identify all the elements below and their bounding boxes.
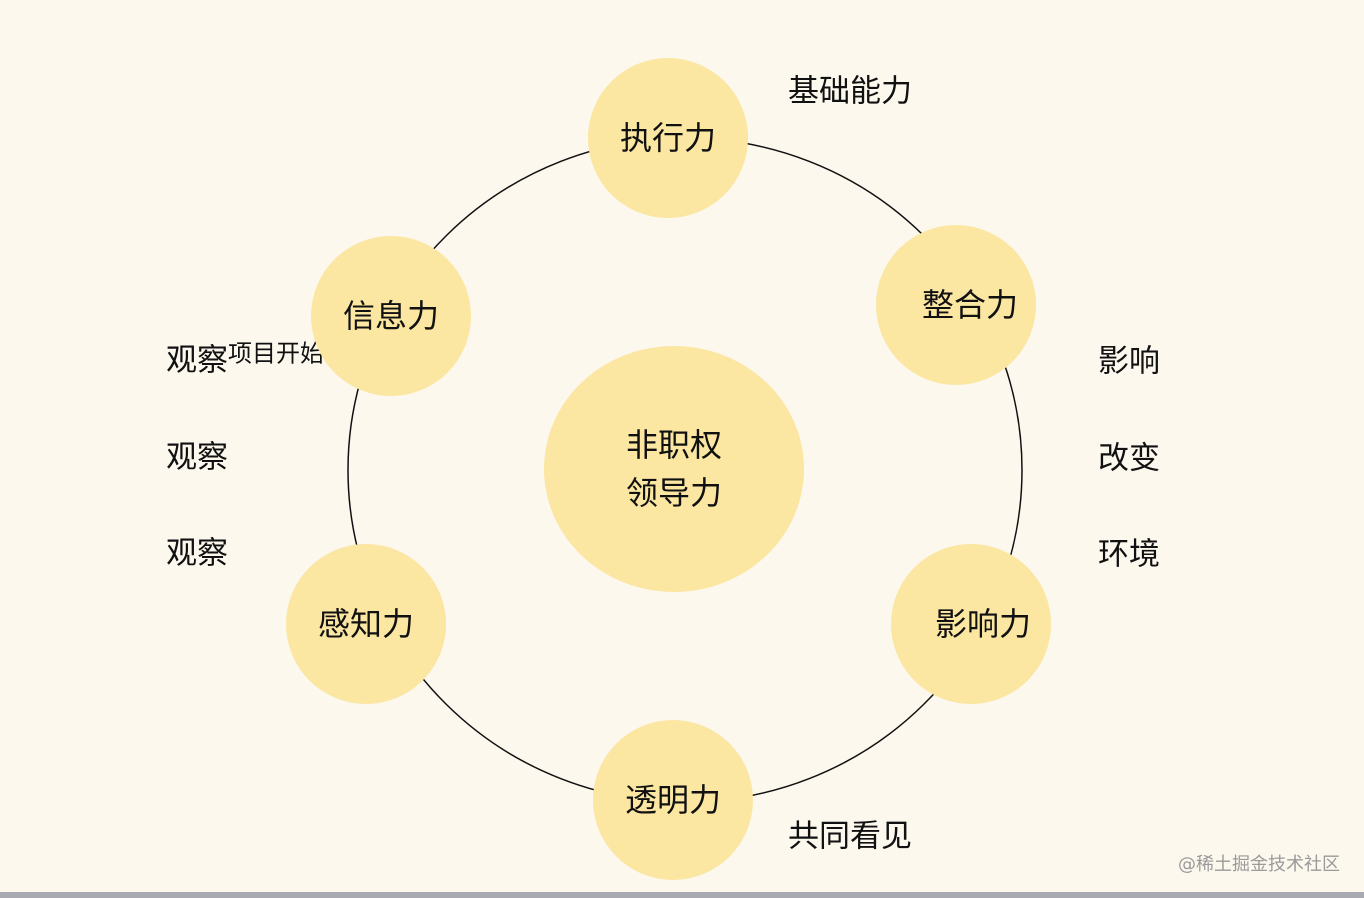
bottom-bar <box>0 892 1364 898</box>
label-left-3: 观察 <box>166 535 228 572</box>
label-right-1: 影响 <box>1098 343 1160 380</box>
center-line2: 领导力 <box>625 474 722 512</box>
label-bottom: 共同看见 <box>788 818 912 855</box>
watermark: @稀土掘金技术社区 <box>1178 854 1340 875</box>
center-line1: 非职权 <box>625 426 722 464</box>
label-left-hidden: 项目开始 <box>228 339 324 368</box>
label-right-2: 改变 <box>1098 440 1160 477</box>
node-perception: 感知力 <box>286 544 446 704</box>
node-influence: 影响力 <box>891 544 1051 704</box>
label-right-3: 环境 <box>1098 536 1160 573</box>
node-transparency: 透明力 <box>593 720 753 880</box>
center-node: 非职权领导力 <box>544 346 804 592</box>
node-information: 信息力 <box>311 236 471 396</box>
label-left-2: 观察 <box>166 439 228 476</box>
label-top: 基础能力 <box>788 73 912 110</box>
label-left-1: 观察 <box>166 342 228 379</box>
node-execution: 执行力 <box>588 58 748 218</box>
node-integration: 整合力 <box>876 225 1036 385</box>
